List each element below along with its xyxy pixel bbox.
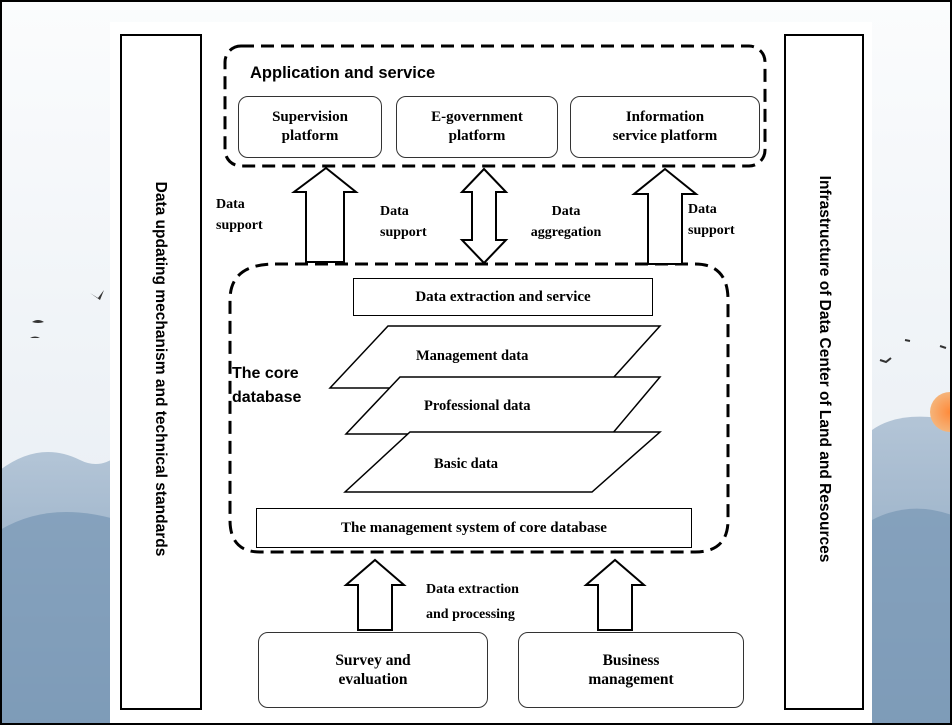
sun-icon xyxy=(930,392,952,432)
right-infrastructure-bar xyxy=(784,34,864,710)
left-standards-bar xyxy=(120,34,202,710)
management-data-label: Management data xyxy=(416,348,529,364)
platform-line2: service platform xyxy=(612,128,718,144)
data-support-label-right: Data support xyxy=(688,202,735,238)
platform-line1: Information xyxy=(625,109,705,125)
business-management-box: Business management xyxy=(518,632,744,708)
e-government-platform-box: E-government platform xyxy=(396,96,558,158)
up-arrow-support-right xyxy=(631,167,699,265)
bird-icon xyxy=(90,290,104,300)
professional-data-label: Professional data xyxy=(424,398,531,414)
survey-evaluation-box: Survey and evaluation xyxy=(258,632,488,708)
bird-icon xyxy=(879,357,892,364)
source-line1: Business xyxy=(602,652,660,669)
platform-line2: platform xyxy=(281,128,339,144)
core-database-title: The core database xyxy=(232,365,302,406)
double-arrow-aggregation xyxy=(459,167,509,265)
source-line2: evaluation xyxy=(338,671,408,688)
data-support-label-left: Data support xyxy=(216,197,263,233)
data-extraction-service-box: Data extraction and service xyxy=(353,278,653,316)
source-line2: management xyxy=(588,671,674,688)
management-system-box: The management system of core database xyxy=(256,508,692,548)
up-arrow-survey xyxy=(343,558,407,631)
source-line1: Survey and xyxy=(335,652,411,669)
basic-data-label: Basic data xyxy=(434,456,499,472)
bird-icon xyxy=(904,339,947,349)
up-arrow-support-left xyxy=(291,166,359,263)
platform-line1: E-government xyxy=(431,109,523,125)
information-service-platform-box: Information service platform xyxy=(570,96,760,158)
layer-basic-data xyxy=(343,431,662,493)
bird-icon xyxy=(30,320,44,338)
data-aggregation-label: Data aggregation xyxy=(530,204,602,240)
supervision-platform-box: Supervision platform xyxy=(238,96,382,158)
platform-line2: platform xyxy=(448,128,506,144)
platform-line1: Supervision xyxy=(272,109,348,125)
application-group-outline xyxy=(223,44,767,168)
application-title: Application and service xyxy=(250,64,436,82)
data-support-label-middle: Data support xyxy=(380,204,427,240)
core-group-outline xyxy=(228,262,730,554)
data-extraction-processing-label: Data extraction and processing xyxy=(426,582,519,622)
up-arrow-business xyxy=(583,558,647,631)
